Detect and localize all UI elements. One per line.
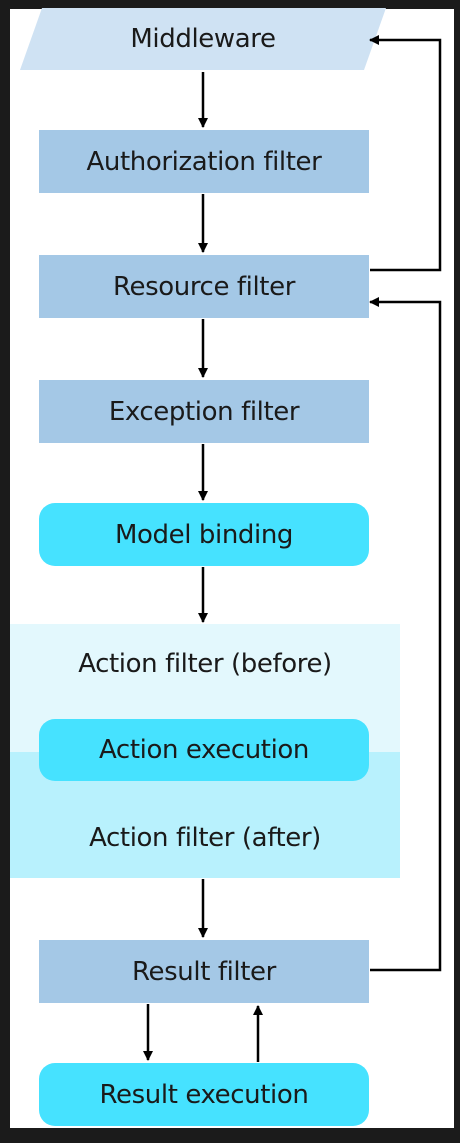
action-execution-box: Action execution bbox=[39, 719, 369, 781]
middleware-label: Middleware bbox=[130, 24, 276, 54]
middleware-shape bbox=[20, 8, 386, 70]
action-filter-after-label: Action filter (after) bbox=[89, 823, 321, 853]
arrow-resource-return-to-middleware bbox=[369, 35, 442, 272]
arrow-result-return-to-resource bbox=[369, 297, 442, 972]
middleware-node: Middleware bbox=[20, 8, 386, 70]
model-binding-box: Model binding bbox=[39, 503, 369, 566]
result-execution-box: Result execution bbox=[39, 1063, 369, 1126]
exception-filter-box: Exception filter bbox=[39, 380, 369, 443]
action-filter-before-label: Action filter (before) bbox=[78, 649, 332, 679]
result-filter-box: Result filter bbox=[39, 940, 369, 1003]
authorization-filter-box: Authorization filter bbox=[39, 130, 369, 193]
resource-filter-box: Resource filter bbox=[39, 255, 369, 318]
